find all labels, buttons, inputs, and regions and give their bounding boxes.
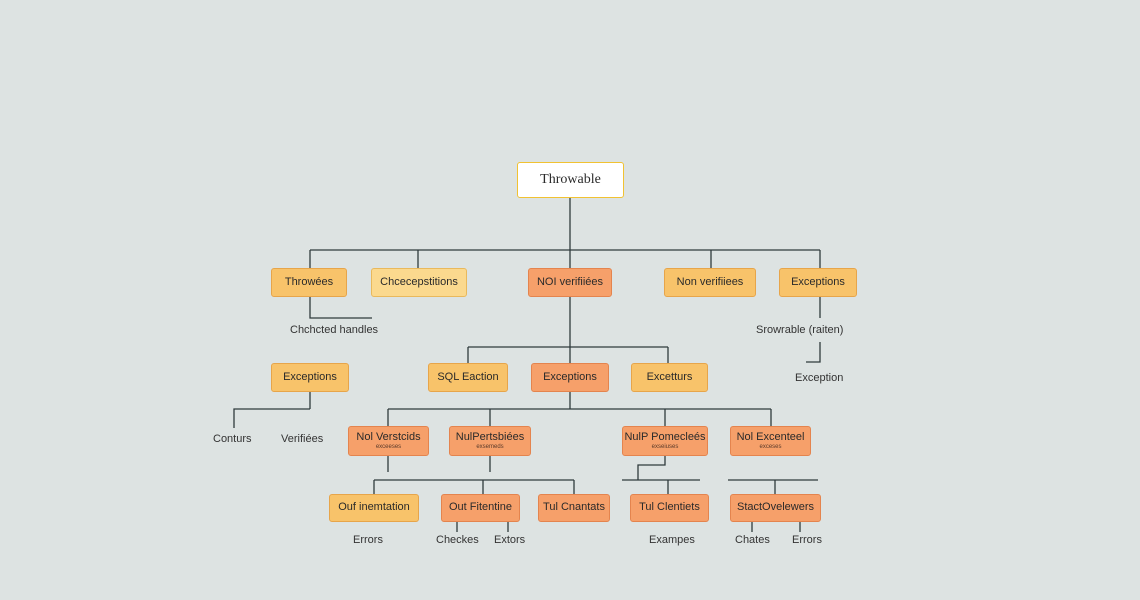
node-tul-cnantats[interactable]: Tul Cnantats: [538, 494, 610, 522]
node-non-verifiees[interactable]: Non verifiiees: [664, 268, 756, 297]
node-stactovelewers[interactable]: StactOvelewers: [730, 494, 821, 522]
node-sublabel: exsemeds: [476, 444, 504, 451]
node-throwes[interactable]: Throwées: [271, 268, 347, 297]
node-label: NulP Pomecleés: [624, 430, 706, 443]
node-label: Exceptions: [791, 275, 845, 288]
node-checked-exceptions[interactable]: Chcecepstitions: [371, 268, 467, 297]
node-label: Exceptions: [543, 370, 597, 383]
connector: [309, 297, 372, 319]
label-verifiees: Verifiées: [281, 433, 324, 445]
label-conturs: Conturs: [213, 433, 252, 445]
node-label: Throwées: [284, 275, 334, 288]
node-label: Nol Excenteel: [736, 430, 805, 443]
node-label: StactOvelewers: [736, 501, 815, 514]
node-label: Nol Verstcids: [356, 430, 421, 443]
node-nol-excenteel[interactable]: Nol Excenteel exceses: [730, 426, 811, 456]
node-label: Out Fitentine: [449, 501, 512, 514]
node-label: Chcecepstitions: [380, 275, 458, 288]
node-label: Ouf inemtation: [338, 501, 410, 514]
label-checkes: Checkes: [436, 534, 479, 546]
connector: [806, 342, 821, 363]
node-label: Exceptions: [283, 370, 337, 383]
node-sql-exception[interactable]: SQL Eaction: [428, 363, 508, 392]
label-errors-2: Errors: [792, 534, 822, 546]
node-nulp-pomeclees[interactable]: NulP Pomecleés exseiuses: [622, 426, 708, 456]
connector: [637, 456, 666, 480]
node-label: SQL Eaction: [437, 370, 499, 383]
label-errors: Errors: [353, 534, 383, 546]
node-exceptions-center[interactable]: Exceptions: [531, 363, 609, 392]
node-excetturs[interactable]: Excetturs: [631, 363, 708, 392]
label-exampes: Exampes: [649, 534, 695, 546]
node-label: Tul Cnantats: [543, 501, 605, 514]
node-ouf-inemtation[interactable]: Ouf inemtation: [329, 494, 419, 522]
node-sublabel: exceeses: [375, 444, 402, 451]
label-exception: Exception: [795, 372, 844, 384]
node-label: Non verifiiees: [676, 275, 744, 288]
label-chates: Chates: [735, 534, 770, 546]
label-srowrable: Srowrable (raiten): [756, 324, 844, 336]
node-nulpertsbiees[interactable]: NulPertsbiées exsemeds: [449, 426, 531, 456]
node-label: Throwable: [540, 171, 601, 187]
connector: [233, 408, 310, 428]
node-exceptions-right[interactable]: Exceptions: [779, 268, 857, 297]
node-noi-verifiees[interactable]: NOI verifiiées: [528, 268, 612, 297]
node-label: NulPertsbiées: [455, 430, 525, 443]
node-tul-clentiets[interactable]: Tul Clentiets: [630, 494, 709, 522]
node-throwable[interactable]: Throwable: [517, 162, 624, 198]
node-sublabel: exceses: [759, 444, 782, 451]
node-label: Excetturs: [646, 370, 693, 383]
node-label: Tul Clentiets: [639, 501, 700, 514]
node-sublabel: exseiuses: [651, 444, 679, 451]
node-exceptions-left[interactable]: Exceptions: [271, 363, 349, 392]
label-extors: Extors: [494, 534, 526, 546]
label-checked-handles: Chchcted handles: [290, 324, 379, 336]
node-out-fitentine[interactable]: Out Fitentine: [441, 494, 520, 522]
node-nol-verstcids[interactable]: Nol Verstcids exceeses: [348, 426, 429, 456]
node-label: NOI verifiiées: [536, 275, 604, 288]
